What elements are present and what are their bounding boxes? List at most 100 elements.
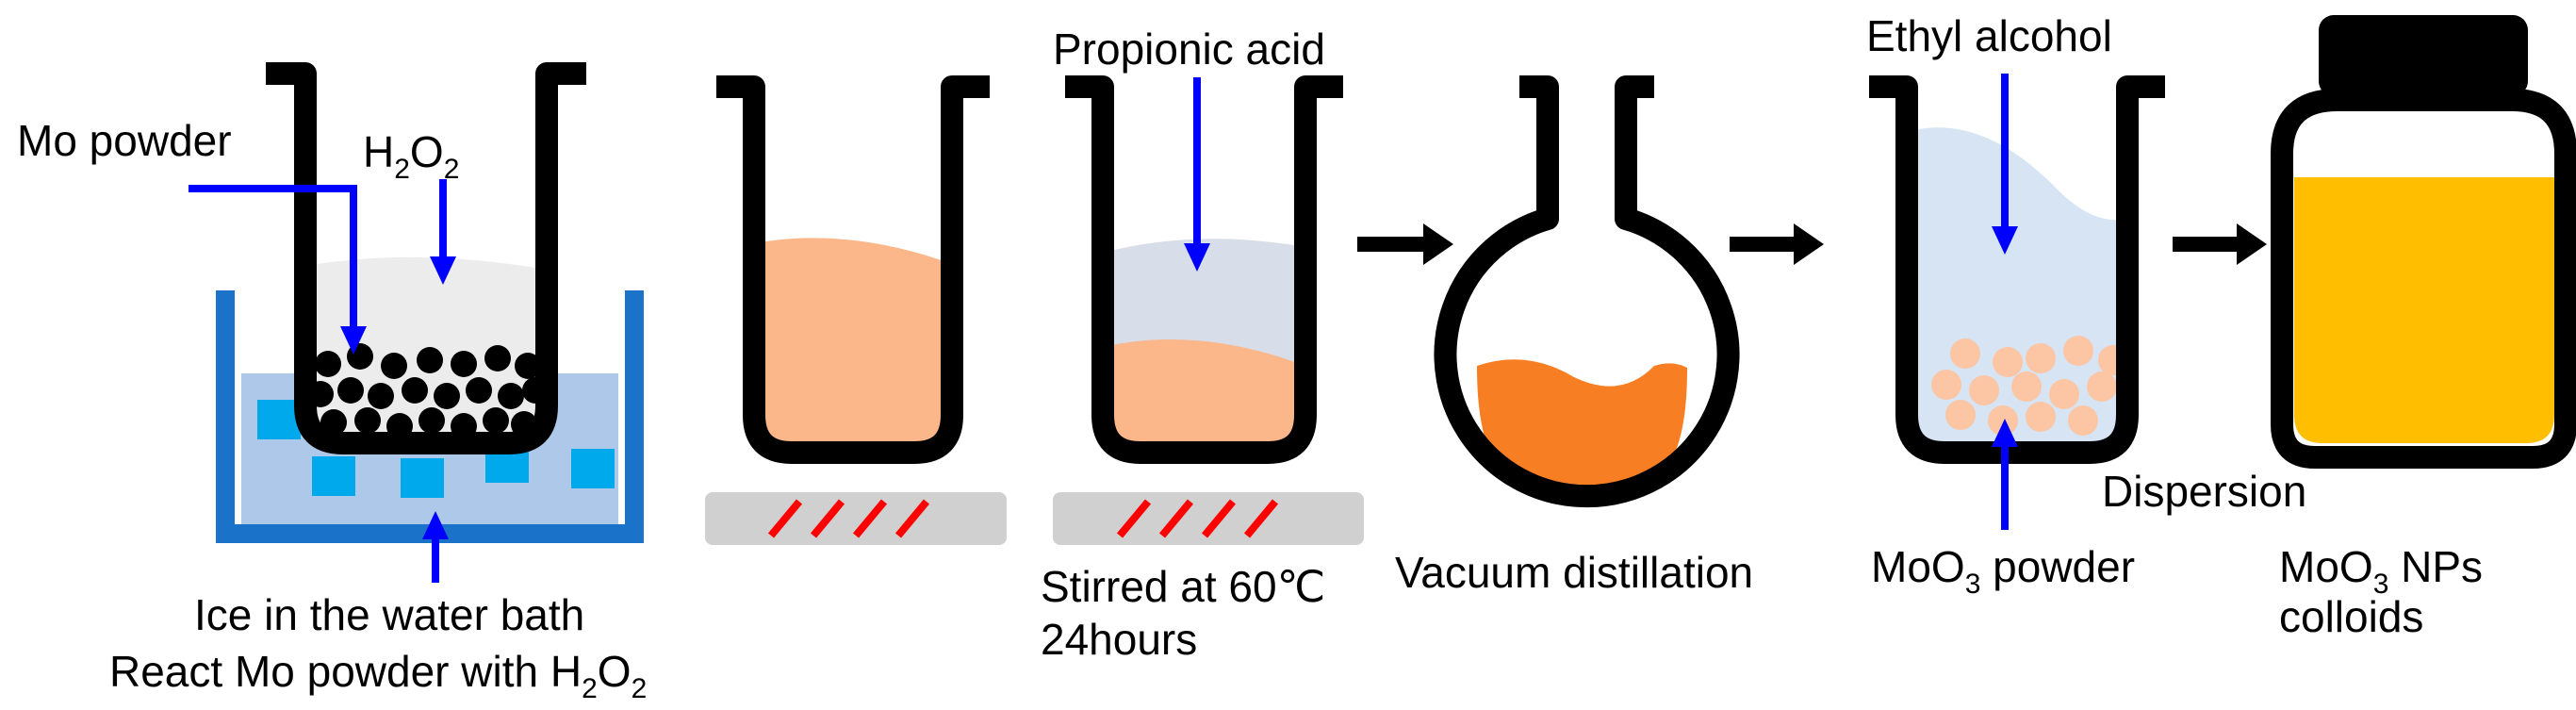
particle [417, 347, 443, 373]
particle [2026, 402, 2056, 432]
particle [2068, 405, 2098, 436]
beaker-outline [1869, 75, 2165, 464]
heat-mark [767, 499, 803, 538]
particle [451, 351, 477, 377]
distillate [1477, 359, 1687, 504]
particle [1969, 375, 1999, 405]
particle [434, 383, 460, 409]
arrow-head [340, 326, 367, 355]
beaker-outline [266, 62, 586, 454]
particle [1931, 370, 1961, 400]
propionic-acid-label: Propionic acid [1053, 25, 1325, 74]
particle [484, 345, 511, 372]
heat-marks [1116, 499, 1279, 538]
arrow-head [1184, 243, 1210, 272]
ice-bath-label: Ice in the water bath [194, 590, 584, 639]
mo-powder-arrow [189, 185, 367, 355]
beaker-outline [1065, 75, 1343, 464]
beaker-3 [1065, 75, 1343, 464]
particle [1945, 400, 1976, 430]
process-arrow-2 [1730, 223, 1824, 265]
heat-mark [894, 499, 930, 538]
arrow-head [1992, 226, 2018, 255]
heat-mark [1243, 499, 1279, 538]
particle [2049, 379, 2079, 409]
heat-mark [810, 499, 845, 538]
hotplate-base [705, 492, 1007, 545]
arrow-head [1794, 223, 1824, 265]
flask-outline [1434, 75, 1740, 508]
orange-solution [1103, 338, 1305, 453]
ice-cubes [257, 400, 615, 498]
heat-mark [1201, 499, 1237, 538]
ethanol-solution [1907, 127, 2127, 454]
ice-cube [257, 400, 301, 439]
ice-cube [571, 449, 615, 488]
beaker-2 [716, 75, 990, 464]
heat-mark [1158, 499, 1194, 538]
arrow-head [1423, 223, 1453, 265]
stirred-label-line2: 24hours [1041, 615, 1197, 664]
moo3-particles [1931, 336, 2128, 436]
stirred-label-line1: Stirred at 60℃ [1041, 562, 1325, 611]
particle [2011, 372, 2042, 402]
h2o2-arrow [430, 179, 456, 285]
arrow-head [2237, 223, 2267, 265]
arrow-shaft [2173, 237, 2240, 252]
arrow-shaft [1730, 237, 1797, 252]
vacuum-distillation-label: Vacuum distillation [1395, 548, 1753, 597]
arrow-shaft [189, 185, 357, 330]
hotplate-2 [1053, 492, 1364, 545]
particle [2063, 336, 2093, 366]
react-label: React Mo powder with H2O2 [109, 647, 647, 704]
heat-mark [1116, 499, 1152, 538]
ethyl-alcohol-label: Ethyl alcohol [1866, 11, 2112, 60]
h2o2-label: H2O2 [363, 127, 459, 185]
colloid-bottle [2271, 15, 2576, 469]
process-arrow-3 [2173, 223, 2267, 265]
arrow-head [1992, 419, 2018, 447]
particle [2087, 372, 2117, 402]
particle [354, 407, 381, 434]
arrow-head [430, 256, 456, 285]
particle [402, 377, 428, 404]
bottle-cap [2319, 15, 2528, 96]
particle [418, 407, 445, 434]
particle [337, 377, 364, 404]
moo3-nps-label: MoO3 NPs [2279, 542, 2483, 600]
moo3-powder-arrow [1992, 419, 2018, 530]
ice-cube [401, 458, 444, 498]
beaker-5 [1869, 75, 2165, 464]
mo-powder-label: Mo powder [17, 116, 232, 165]
process-arrow-1 [1357, 223, 1453, 265]
distillation-flask [1434, 75, 1740, 508]
colloid-liquid [2294, 177, 2554, 443]
colloids-label: colloids [2279, 592, 2423, 641]
hotplate-base [1053, 492, 1364, 545]
particle [381, 353, 407, 379]
particle [368, 383, 394, 409]
heat-mark [852, 499, 888, 538]
heat-marks [767, 499, 930, 538]
bottle-body [2271, 89, 2576, 469]
particle [1993, 347, 2023, 377]
particle [2026, 343, 2056, 373]
ethyl-alcohol-arrow [1992, 74, 2018, 255]
particle [466, 377, 492, 404]
particle [515, 353, 541, 379]
ice-cube [312, 456, 355, 496]
dispersion-label: Dispersion [2102, 467, 2306, 516]
ice-bath-arrow [422, 511, 449, 583]
hotplate-1 [705, 492, 1007, 545]
arrow-head [422, 511, 449, 539]
orange-solution [754, 238, 952, 453]
beaker-outline [716, 75, 990, 464]
particle [483, 407, 509, 434]
particle [315, 351, 341, 377]
propionic-acid-arrow [1184, 77, 1210, 272]
arrow-shaft [1357, 237, 1427, 252]
moo3-powder-label: MoO3 powder [1871, 542, 2135, 600]
particle [498, 383, 524, 409]
particle [1950, 338, 1980, 369]
